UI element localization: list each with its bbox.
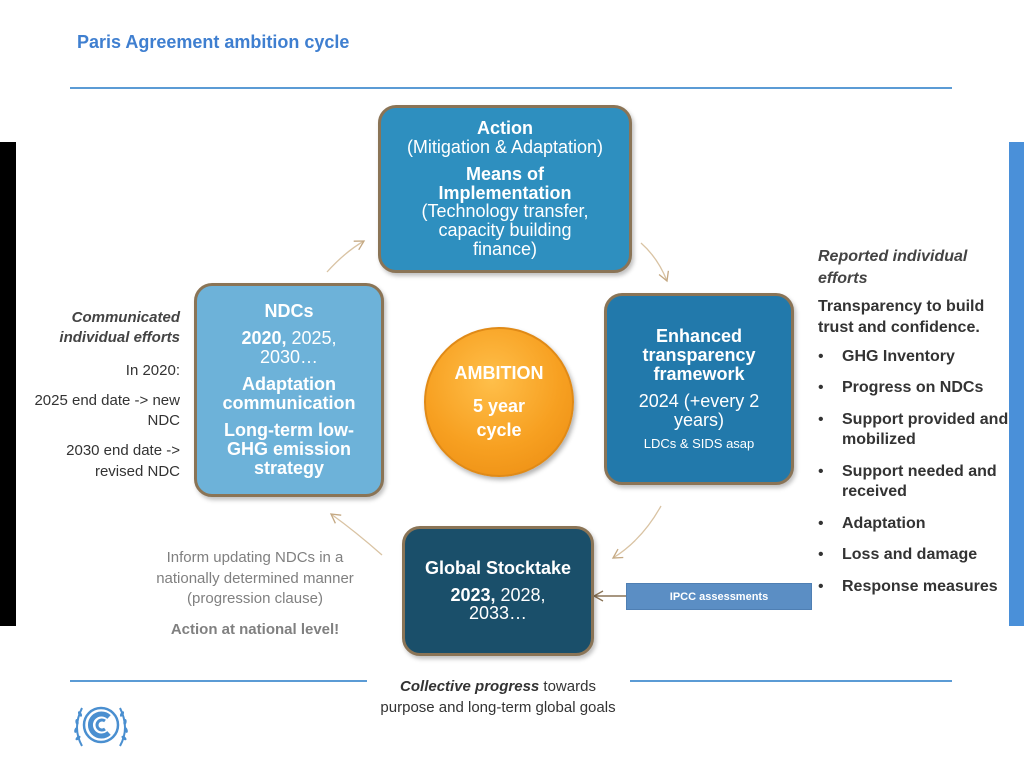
list-item: GHG Inventory	[818, 347, 1018, 368]
ndc-years-bold: 2020,	[241, 328, 287, 349]
etf-note: LDCs & SIDS asap	[643, 436, 755, 452]
collective-rest: towards purpose and long-term global goa…	[380, 678, 616, 716]
ndc-heading: NDCs	[264, 301, 314, 322]
action-box: Action (Mitigation & Adaptation) Means o…	[378, 105, 632, 273]
gst-years-rest: 2028, 2033…	[468, 584, 546, 624]
left-notes-item-1: 2025 end date -> new NDC	[34, 391, 180, 429]
ndc-adaptation: Adaptation communication	[222, 374, 356, 413]
list-item: Support provided and mobilized	[818, 410, 1018, 451]
arrow-ndc-to-action	[326, 240, 366, 273]
arrow-action-to-etf	[640, 242, 670, 283]
list-item: Support needed and received	[818, 462, 1018, 503]
arrow-etf-to-gst	[611, 505, 662, 559]
unfccc-logo-icon	[74, 706, 128, 747]
left-notes-heading: Communicated individual efforts	[59, 309, 180, 347]
bottom-divider-left	[70, 680, 367, 682]
title-divider	[70, 87, 952, 89]
action-subheading: (Mitigation & Adaptation)	[406, 136, 604, 157]
ipcc-assessments-label: IPCC assessments	[626, 583, 812, 610]
right-notes-heading: Reported individual efforts	[818, 248, 968, 287]
bottom-divider-right	[630, 680, 952, 682]
left-notes: Communicated individual efforts In 2020:…	[30, 308, 180, 492]
collective-progress-note: Collective progress towards purpose and …	[378, 676, 618, 718]
action-heading: Action	[477, 117, 533, 138]
ndc-years-rest: 2025, 2030…	[259, 328, 337, 368]
inform-note: Inform updating NDCs in a nationally det…	[140, 548, 370, 610]
page-title: Paris Agreement ambition cycle	[77, 32, 350, 52]
cycle-label: 5 year cycle	[472, 396, 526, 440]
left-notes-item-2: 2030 end date -> revised NDC	[66, 442, 180, 480]
collective-bold: Collective progress	[400, 678, 540, 695]
ndc-box: NDCs 2020, 2025, 2030… Adaptation commun…	[194, 283, 384, 497]
arrow-gst-to-ndc	[329, 513, 383, 556]
ambition-circle: AMBITION 5 year cycle	[424, 327, 574, 477]
inform-text: Inform updating NDCs in a nationally det…	[156, 549, 354, 608]
right-notes-intro: Transparency to build trust and confiden…	[818, 298, 985, 336]
left-notes-year: In 2020:	[125, 361, 180, 379]
ndc-strategy: Long-term low-GHG emission strategy	[224, 419, 354, 478]
gst-years: 2023, 2028, 2033…	[433, 584, 563, 624]
national-action-note: Action at national level!	[170, 621, 340, 638]
list-item: Progress on NDCs	[818, 378, 1018, 399]
ndc-years: 2020, 2025, 2030…	[214, 329, 364, 367]
etf-years: 2024 (+every 2 years)	[638, 390, 760, 430]
left-edge-bar	[0, 142, 16, 626]
right-notes-list: GHG Inventory Progress on NDCs Support p…	[818, 347, 1018, 598]
ambition-label: AMBITION	[454, 362, 544, 383]
gst-heading: Global Stocktake	[424, 557, 572, 578]
list-item: Adaptation	[818, 514, 1018, 535]
right-notes: Reported individual efforts Transparency…	[818, 246, 1018, 608]
list-item: Response measures	[818, 577, 1018, 598]
transparency-box: Enhanced transparency framework 2024 (+e…	[604, 293, 794, 485]
means-heading: Means of Implementation	[438, 163, 572, 203]
list-item: Loss and damage	[818, 545, 1018, 566]
stocktake-box: Global Stocktake 2023, 2028, 2033…	[402, 526, 594, 656]
gst-years-bold: 2023,	[450, 584, 496, 605]
etf-heading: Enhanced transparency framework	[642, 325, 756, 384]
means-detail: (Technology transfer, capacity building …	[421, 201, 589, 260]
